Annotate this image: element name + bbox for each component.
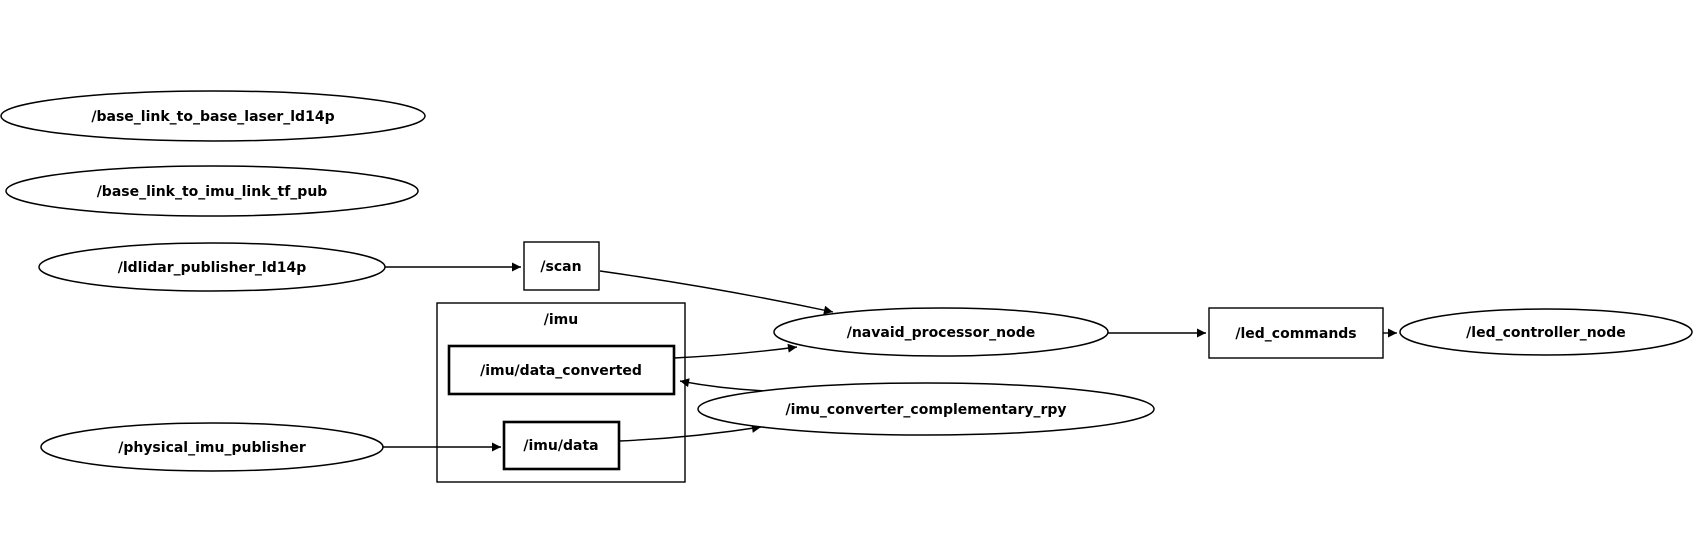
node-led-controller: /led_controller_node [1399, 308, 1693, 356]
node-ldlidar: /ldlidar_publisher_ld14p [38, 242, 386, 292]
topic-imu-data: /imu/data [502, 420, 621, 471]
cluster-imu-namespace: /imu [436, 302, 686, 483]
topic-imu-data-converted: /imu/data_converted [447, 344, 676, 396]
node-navaid: /navaid_processor_node [773, 307, 1109, 357]
navaid-node-label: /navaid_processor_node [847, 325, 1036, 341]
edges-layer [383, 262, 1397, 452]
imu-data-converted-topic-box [447, 344, 676, 396]
edge-data-to-converter [618, 423, 762, 442]
topic-scan: /scan [523, 241, 600, 291]
led-controller-node-ellipse [1399, 308, 1693, 356]
navaid-node-ellipse [773, 307, 1109, 357]
imu-data-topic-label: /imu/data [523, 438, 598, 454]
node-base-laser-tf: /base_link_to_base_laser_ld14p [0, 90, 426, 142]
scan-topic-box [523, 241, 600, 291]
edge-data-converted-to-navaid [673, 343, 798, 359]
base-laser-tf-node-label: /base_link_to_base_laser_ld14p [91, 109, 334, 125]
imu-data-converted-topic-label: /imu/data_converted [480, 363, 642, 379]
imu-link-tf-node-label: /base_link_to_imu_link_tf_pub [97, 184, 328, 200]
physical-imu-node-ellipse [40, 422, 384, 472]
led-commands-topic-label: /led_commands [1235, 326, 1356, 342]
scan-topic-label: /scan [540, 259, 581, 275]
led-controller-node-label: /led_controller_node [1466, 325, 1626, 341]
node-imu-link-tf: /base_link_to_imu_link_tf_pub [5, 165, 419, 217]
imu-data-topic-box [502, 420, 621, 471]
ldlidar-node-label: /ldlidar_publisher_ld14p [118, 260, 307, 276]
node-imu-converter: /imu_converter_complementary_rpy [697, 382, 1155, 436]
imu-converter-node-ellipse [697, 382, 1155, 436]
imu-converter-node-label: /imu_converter_complementary_rpy [785, 402, 1066, 418]
ldlidar-node-ellipse [38, 242, 386, 292]
imu-namespace-box [436, 302, 686, 483]
physical-imu-node-label: /physical_imu_publisher [118, 440, 306, 456]
node-physical-imu: /physical_imu_publisher [40, 422, 384, 472]
led-commands-topic-box [1208, 307, 1384, 359]
base-laser-tf-node-ellipse [0, 90, 426, 142]
edge-converter-to-data-converted [679, 378, 769, 392]
topic-led-commands: /led_commands [1208, 307, 1384, 359]
imu-link-tf-node-ellipse [5, 165, 419, 217]
edge-scan-to-navaid [599, 270, 834, 315]
imu-namespace-label: /imu [544, 312, 578, 328]
